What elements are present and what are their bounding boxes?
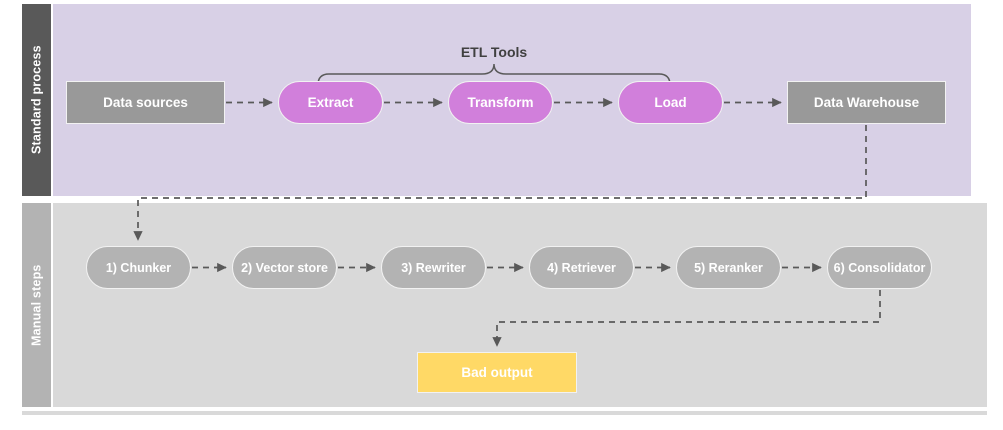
node-consolidator-label: 6) Consolidator	[833, 260, 926, 275]
node-chunker-label: 1) Chunker	[105, 260, 172, 275]
node-bad-output-label: Bad output	[461, 364, 533, 380]
node-transform[interactable]: Transform	[448, 81, 553, 124]
node-retriever-label: 4) Retriever	[547, 260, 616, 275]
node-load[interactable]: Load	[618, 81, 723, 124]
node-load-label: Load	[654, 94, 687, 110]
node-extract-label: Extract	[307, 94, 354, 110]
node-data-warehouse[interactable]: Data Warehouse	[787, 81, 946, 124]
node-rewriter[interactable]: 3) Rewriter	[381, 246, 486, 289]
lane-label-manual-steps: Manual steps	[22, 203, 51, 407]
node-retriever[interactable]: 4) Retriever	[529, 246, 634, 289]
node-bad-output[interactable]: Bad output	[417, 352, 577, 393]
lane-label-standard-process: Standard process	[22, 4, 51, 196]
node-data-sources-label: Data sources	[103, 94, 188, 110]
node-reranker[interactable]: 5) Reranker	[676, 246, 781, 289]
etl-tools-label: ETL Tools	[460, 44, 528, 60]
node-chunker[interactable]: 1) Chunker	[86, 246, 191, 289]
node-reranker-label: 5) Reranker	[694, 260, 763, 275]
node-extract[interactable]: Extract	[278, 81, 383, 124]
lane-bottom-strip	[22, 411, 987, 415]
node-transform-label: Transform	[467, 94, 534, 110]
node-rewriter-label: 3) Rewriter	[401, 260, 466, 275]
node-consolidator[interactable]: 6) Consolidator	[827, 246, 932, 289]
node-data-sources[interactable]: Data sources	[66, 81, 225, 124]
node-data-warehouse-label: Data Warehouse	[813, 94, 920, 110]
node-vector-store-label: 2) Vector store	[241, 260, 328, 275]
node-vector-store[interactable]: 2) Vector store	[232, 246, 337, 289]
